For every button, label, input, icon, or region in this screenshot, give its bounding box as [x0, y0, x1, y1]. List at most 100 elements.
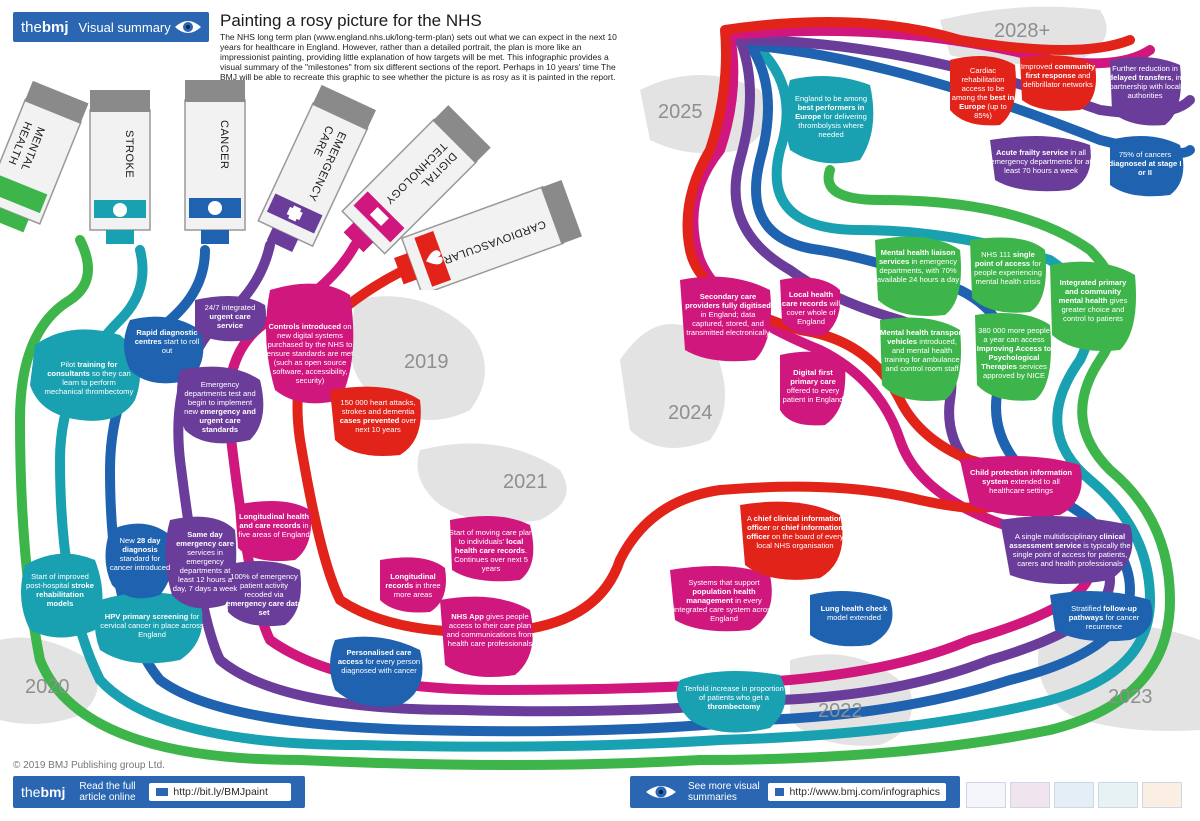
milestone-best-performers: England to be among best performers in E… — [794, 94, 868, 139]
pool-nhsapp — [440, 596, 533, 678]
milestone-digital-first: Digital first primary care offered to ev… — [782, 368, 844, 404]
pool-controls — [266, 283, 354, 404]
milestone-nhs111: NHS 111 single point of access for peopl… — [974, 250, 1042, 286]
bmj-header-badge: thebmj Visual summary — [13, 12, 209, 42]
tube-digital-technology: DIGITAL TECHNOLOGY — [341, 105, 491, 255]
pool-longit3 — [380, 557, 446, 613]
pool-liaison — [875, 236, 961, 316]
pool-diag28 — [105, 523, 174, 599]
thumbnail-2[interactable] — [1010, 782, 1050, 808]
milestone-training: Pilot training for consultants so they c… — [44, 360, 134, 396]
link-icon — [774, 787, 786, 797]
paint-tubes: MENTAL HEALTH STROKE CANCER EMERGENCY CA… — [0, 80, 583, 290]
pool-cas — [1000, 516, 1133, 584]
year-2023: 2023 — [1108, 686, 1153, 708]
footer-eye-icon — [646, 786, 676, 798]
year-2028-plus: 2028+ — [994, 20, 1051, 42]
footer-bmj-logo: thebmj — [21, 784, 66, 800]
pool-pophealth — [670, 566, 772, 632]
page-title: Painting a rosy picture for the NHS — [220, 11, 482, 30]
milestone-stage-1-2: 75% of cancers diagnosed at stage I or I… — [1108, 150, 1182, 177]
thumbnail-4[interactable] — [1098, 782, 1138, 808]
bmj-logo: thebmj — [21, 18, 69, 36]
intro-text: The NHS long term plan (www.england.nhs.… — [220, 32, 617, 82]
milestone-follow-up: Stratified follow-up pathways for cancer… — [1068, 604, 1140, 631]
milestone-longitudinal-three: Longitudinal records in three more areas — [385, 572, 441, 599]
pool-tenfold — [676, 671, 786, 733]
pool-moving — [450, 516, 534, 582]
milestone-child-protection: Child protection information system exte… — [969, 468, 1073, 495]
milestone-personalised: Personalised care access for every perso… — [337, 648, 421, 675]
year-2021: 2021 — [503, 471, 548, 493]
year-2019: 2019 — [404, 351, 449, 373]
thumbnail-1[interactable] — [966, 782, 1006, 808]
pool-transport — [880, 317, 961, 401]
pool-longit5 — [235, 501, 311, 562]
pool-urgent247 — [195, 296, 266, 342]
section-label: Visual summary — [78, 19, 171, 35]
milestone-transport: Mental health transport vehicles introdu… — [880, 328, 964, 373]
pool-rapid — [124, 316, 204, 384]
pool-personalised — [330, 636, 423, 707]
see-more-text: See more visual summaries — [688, 781, 760, 803]
pool-stage12 — [1110, 136, 1184, 197]
footer-more-badge: See more visual summaries http://www.bmj… — [630, 776, 960, 808]
drop-icon — [113, 203, 127, 217]
tube-cancer: CANCER — [184, 80, 246, 244]
pool-first-response — [1020, 55, 1096, 111]
milestone-secondary-care: Secondary care providers fully digitised… — [685, 292, 771, 337]
milestone-tenfold: Tenfold increase in proportion of patien… — [684, 684, 784, 711]
pool-cio — [740, 501, 843, 580]
thumbnail-5[interactable] — [1142, 782, 1182, 808]
milestone-controls: Controls introduced on new digital syste… — [266, 322, 354, 385]
tube-stroke: STROKE — [89, 90, 151, 244]
read-article-text: Read the full article online — [79, 781, 136, 803]
link-infographics[interactable]: http://www.bmj.com/infographics — [768, 783, 946, 801]
pool-child — [960, 456, 1082, 517]
milestone-rapid-diagnostic: Rapid diagnostic centres start to roll o… — [134, 328, 200, 355]
monitor-icon — [369, 206, 389, 227]
link-bmj-paint[interactable]: http://bit.ly/BMJpaint — [149, 783, 292, 801]
pool-cardiac-rehab — [950, 56, 1016, 126]
thumbnail-3[interactable] — [1054, 782, 1094, 808]
pool-followup — [1050, 591, 1153, 642]
cell-icon — [208, 201, 222, 215]
pool-best-performers — [785, 76, 874, 164]
pool-sameday — [165, 516, 237, 609]
tube-stroke-label: STROKE — [123, 130, 135, 178]
pool-transfers — [1110, 56, 1181, 126]
pool-start-post — [21, 553, 103, 638]
pool-frailty — [990, 136, 1091, 192]
heart-icon — [426, 250, 443, 265]
milestone-delayed-transfers: Further reduction in delayed transfers, … — [1108, 64, 1182, 100]
tube-cancer-label: CANCER — [218, 120, 230, 169]
year-2024: 2024 — [668, 402, 713, 424]
milestone-first-response: Improved community first response and de… — [1020, 62, 1096, 89]
pool-hpv — [95, 592, 203, 664]
milestone-nhs-app: NHS App gives people access to their car… — [446, 612, 534, 648]
pool-lung — [810, 591, 893, 647]
milestone-moving-care-plan: Start of moving care plan to individuals… — [448, 528, 534, 573]
pool-training — [30, 329, 140, 421]
tube-mental-health: MENTAL HEALTH — [0, 80, 89, 233]
eye-icon — [173, 15, 203, 39]
pool-localrec — [780, 277, 841, 336]
milestone-28-day: New 28 day diagnosis standard for cancer… — [109, 536, 171, 572]
pool-ecds — [225, 561, 301, 627]
milestone-longitudinal-five: Longitudinal health and care records in … — [238, 512, 310, 539]
milestone-population-health: Systems that support population health m… — [673, 578, 775, 623]
milestone-cardiac-rehab: Cardiac rehabilitation access to be amon… — [951, 66, 1015, 120]
milestone-urgent-247: 24/7 integrated urgent care service — [204, 303, 256, 330]
pool-secondary — [680, 276, 771, 362]
pool-emergency-std — [176, 366, 264, 444]
tube-emergency-care: EMERGENCY CARE — [257, 84, 376, 253]
milestone-cio: A chief clinical information officer or … — [746, 514, 844, 550]
footer-read-badge: thebmj Read the full article online http… — [13, 776, 305, 808]
milestone-lung: Lung health check model extended — [820, 604, 888, 622]
milestone-clinical-assessment: A single multidisciplinary clinical asse… — [1009, 532, 1131, 568]
pool-nhs111 — [970, 237, 1046, 313]
milestone-iapt: 380 000 more people a year can access Im… — [976, 326, 1052, 380]
milestone-community-mh: Integrated primary and community mental … — [1058, 278, 1128, 323]
year-2025: 2025 — [658, 101, 703, 123]
